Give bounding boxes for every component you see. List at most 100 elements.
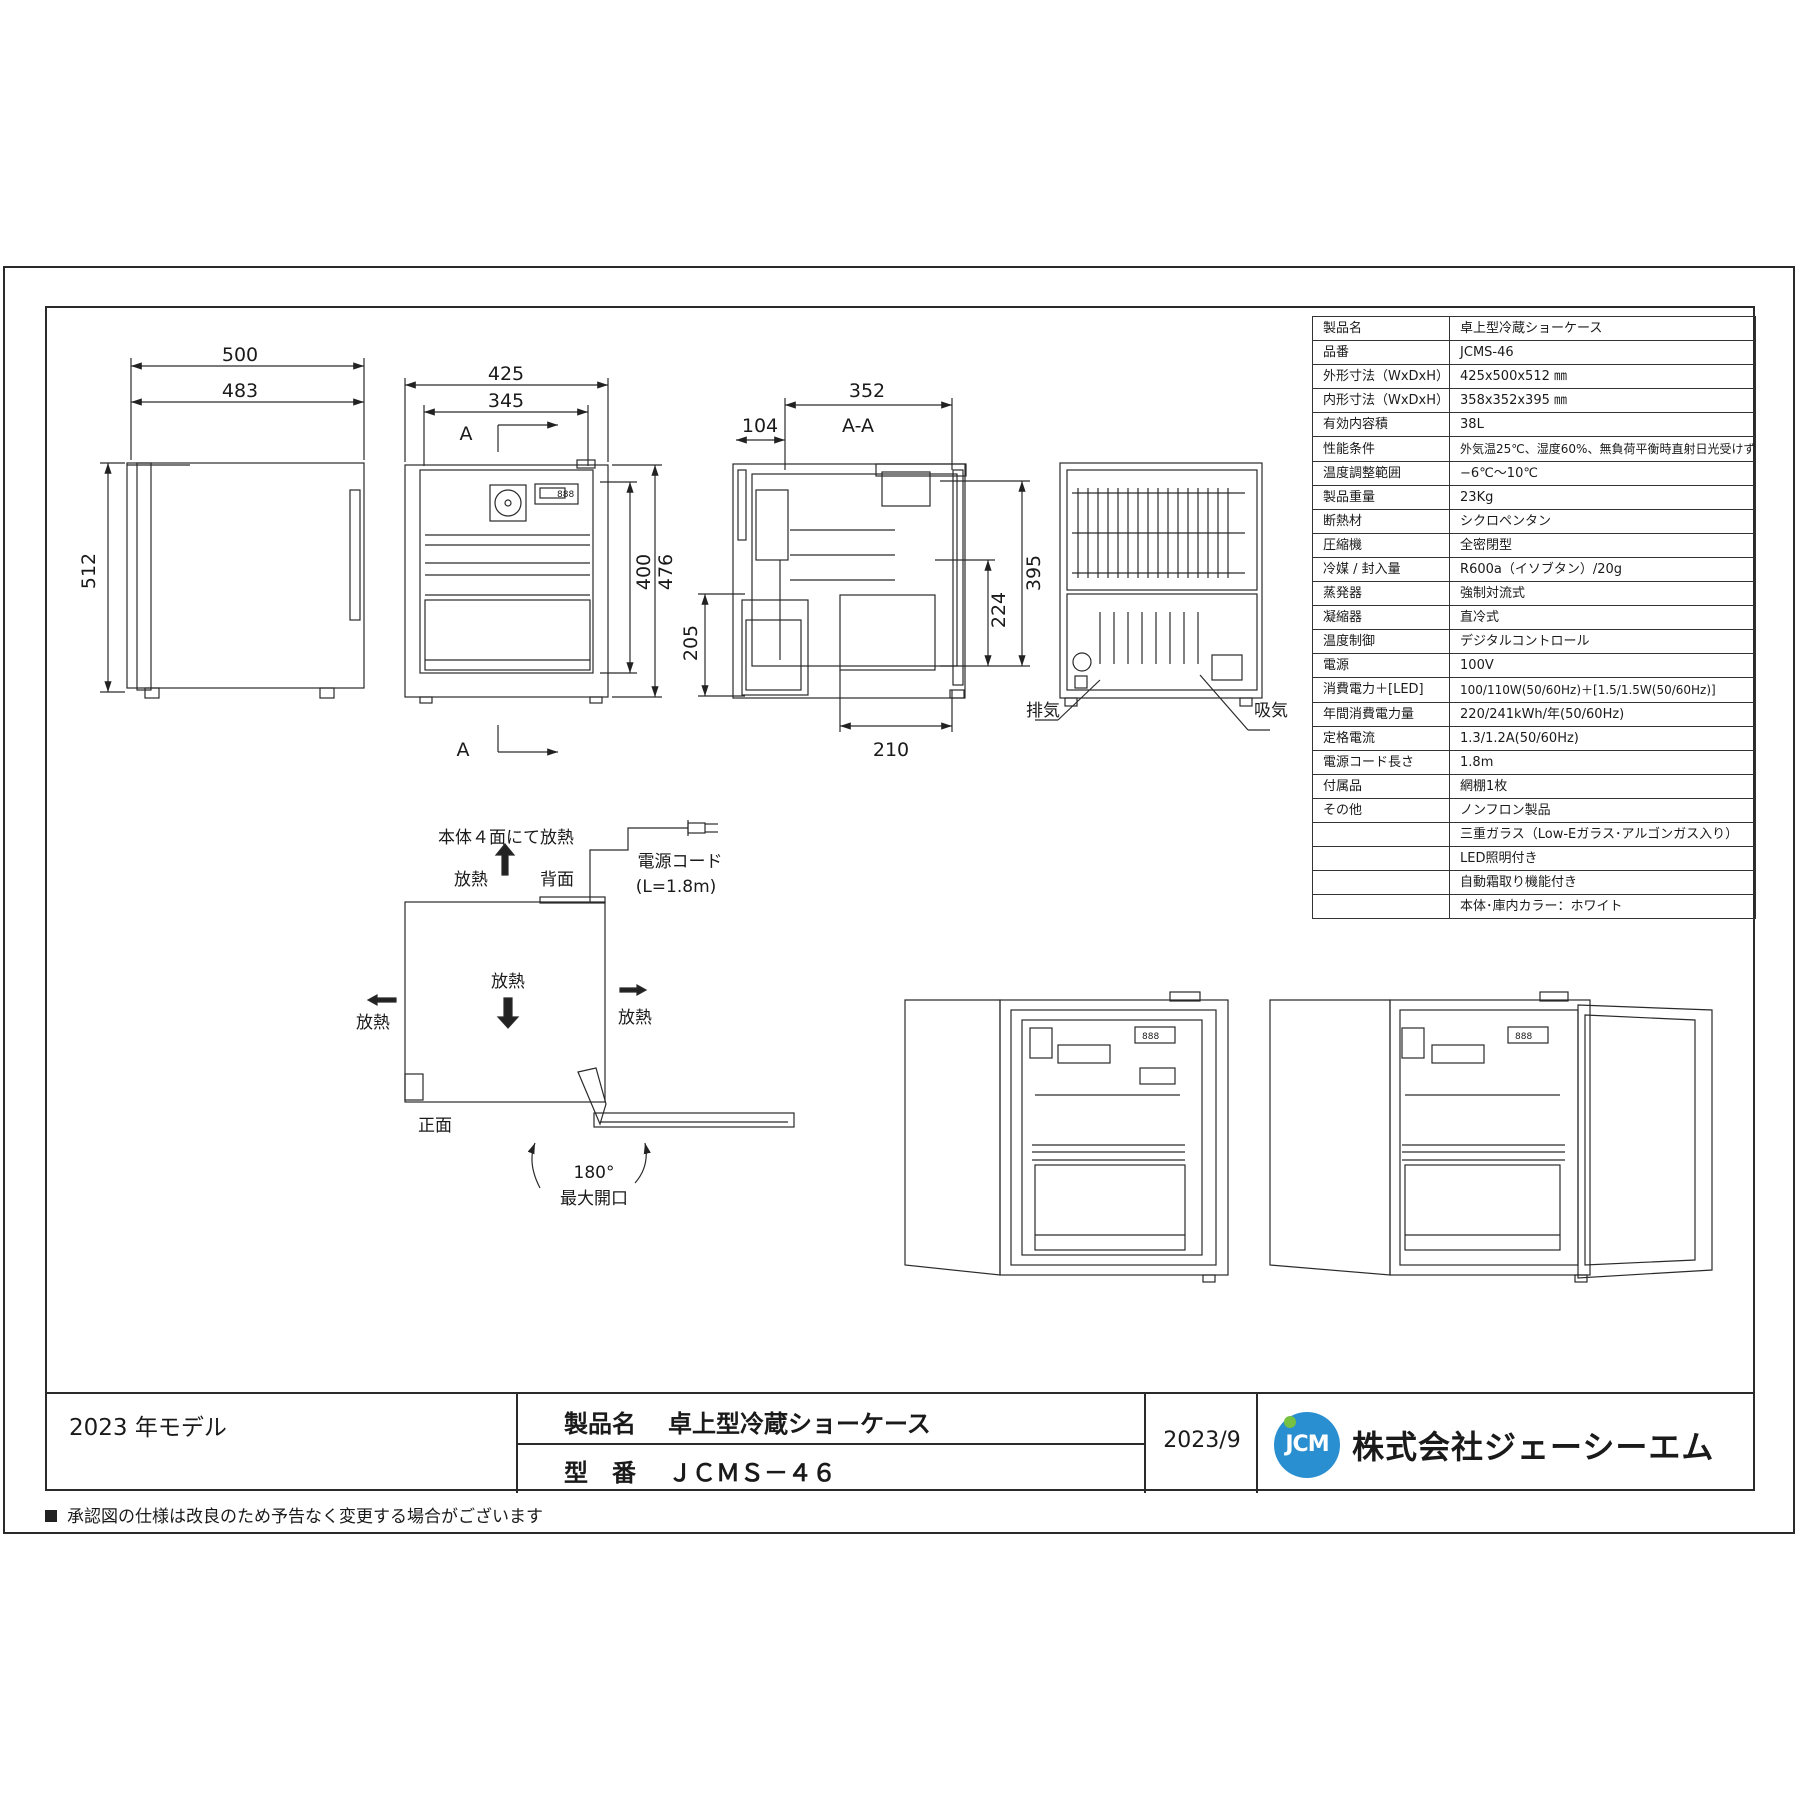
spec-row: その他ノンフロン製品 xyxy=(1311,797,1757,823)
spec-value: 外気温25℃、湿度60%、無負荷平衡時直射日光受けず xyxy=(1449,436,1757,462)
spec-value: 100V xyxy=(1449,653,1757,679)
date-cell: 2023/9 xyxy=(1146,1394,1258,1493)
model-number-label: 型 番 xyxy=(564,1459,636,1487)
persp2-display-readout: 888 xyxy=(1515,1032,1532,1042)
cord-label: 電源コード xyxy=(638,852,723,872)
spec-row: 圧縮機全密閉型 xyxy=(1311,532,1757,558)
spec-value: 425x500x512 ㎜ xyxy=(1449,364,1757,390)
dim-front-height: 476 xyxy=(655,554,677,590)
logo-dot xyxy=(1284,1416,1296,1428)
spec-value: 三重ガラス（Low-Eガラス･アルゴンガス入り） xyxy=(1449,821,1757,848)
spec-value: 強制対流式 xyxy=(1449,581,1757,607)
spec-key: その他 xyxy=(1311,797,1451,823)
section-view xyxy=(698,398,1030,732)
persp1-display-readout: 888 xyxy=(1142,1032,1159,1042)
issue-date: 2023/9 xyxy=(1163,1428,1241,1453)
spec-value: 1.3/1.2A(50/60Hz) xyxy=(1449,725,1757,751)
spec-row: 温度制御デジタルコントロール xyxy=(1311,629,1757,655)
spec-row: 自動霜取り機能付き xyxy=(1311,870,1757,896)
perspective-closed xyxy=(904,991,1229,1283)
model-year-cell: 2023 年モデル xyxy=(45,1394,518,1493)
spec-key: 定格電流 xyxy=(1311,725,1451,751)
heat-right-label: 放熱 xyxy=(618,1008,652,1028)
heat-center-label: 放熱 xyxy=(491,972,525,992)
spec-value: 本体･庫内カラー：ホワイト xyxy=(1449,894,1757,920)
heat-top-label: 放熱 xyxy=(454,870,488,890)
perspective-open xyxy=(1269,991,1713,1283)
spec-key: 年間消費電力量 xyxy=(1311,701,1451,727)
spec-key: 製品重量 xyxy=(1311,484,1451,510)
model-number: ＪＣＭＳ－４６ xyxy=(668,1459,836,1487)
dim-section-offset: 104 xyxy=(742,415,778,437)
spec-key xyxy=(1311,821,1451,848)
spec-value: 100/110W(50/60Hz)＋[1.5/1.5W(50/60Hz)] xyxy=(1449,677,1757,703)
footnote-text: 承認図の仕様は改良のため予告なく変更する場合がございます xyxy=(67,1507,543,1527)
spec-value: 卓上型冷蔵ショーケース xyxy=(1449,315,1757,342)
spec-row: LED照明付き xyxy=(1311,846,1757,872)
spec-value: 1.8m xyxy=(1449,749,1757,775)
spec-value: 358x352x395 ㎜ xyxy=(1449,388,1757,414)
spec-row: 凝縮器直冷式 xyxy=(1311,605,1757,631)
model-year: 2023 年モデル xyxy=(69,1415,227,1441)
spec-row: 付属品網棚1枚 xyxy=(1311,773,1757,799)
footnote-bullet xyxy=(45,1510,57,1522)
company-logo: JCM xyxy=(1274,1412,1340,1478)
dim-section-inner-height: 395 xyxy=(1023,555,1045,591)
spec-key: 性能条件 xyxy=(1311,436,1451,462)
spec-value: シクロペンタン xyxy=(1449,508,1757,534)
name-cell: 製品名 卓上型冷蔵ショーケース 型 番 ＪＣＭＳ－４６ xyxy=(518,1394,1146,1493)
spec-row: 断熱材シクロペンタン xyxy=(1311,508,1757,534)
title-block: 2023 年モデル 製品名 卓上型冷蔵ショーケース 型 番 ＪＣＭＳ－４６ 20… xyxy=(45,1392,1755,1493)
back-label: 背面 xyxy=(540,870,574,890)
spec-row: 消費電力＋[LED]100/110W(50/60Hz)＋[1.5/1.5W(50… xyxy=(1311,677,1757,703)
condenser-grid xyxy=(1072,488,1245,578)
open-max-label: 最大開口 xyxy=(560,1189,628,1209)
spec-key: 電源 xyxy=(1311,653,1451,679)
spec-row: 温度調整範囲−6℃〜10℃ xyxy=(1311,460,1757,486)
spec-key: 電源コード長さ xyxy=(1311,749,1451,775)
spec-key: 蒸発器 xyxy=(1311,581,1451,607)
spec-key: 外形寸法（WxDxH） xyxy=(1311,364,1451,390)
rear-view xyxy=(1035,462,1270,731)
dim-section-shelf-height: 224 xyxy=(988,592,1010,628)
spec-key: 圧縮機 xyxy=(1311,532,1451,558)
heat-labels: 本体４面にて放熱 放熱 背面 放熱 放熱 放熱 正面 電源コード (L=1.8m… xyxy=(356,828,723,1209)
spec-value: 38L xyxy=(1449,412,1757,438)
spec-value: R600a（イソブタン）/20g xyxy=(1449,556,1757,583)
spec-key: 製品名 xyxy=(1311,315,1451,342)
spec-row: 内形寸法（WxDxH）358x352x395 ㎜ xyxy=(1311,388,1757,414)
dimension-labels: 500 483 512 425 345 400 476 A A 352 104 … xyxy=(78,344,1288,761)
spec-value: 23Kg xyxy=(1449,484,1757,510)
spec-value: 全密閉型 xyxy=(1449,532,1757,558)
product-name-label: 製品名 xyxy=(564,1410,636,1438)
dim-front-inner-height: 400 xyxy=(633,554,655,590)
spec-key: 付属品 xyxy=(1311,773,1451,799)
spec-value: LED照明付き xyxy=(1449,846,1757,872)
spec-value: JCMS-46 xyxy=(1449,340,1757,366)
spec-key: 冷媒 / 封入量 xyxy=(1311,556,1451,583)
product-name: 卓上型冷蔵ショーケース xyxy=(668,1410,931,1438)
front-display-readout: 888 xyxy=(557,490,574,500)
spec-value: デジタルコントロール xyxy=(1449,629,1757,655)
company-name: 株式会社ジェーシーエム xyxy=(1352,1428,1715,1466)
logo-text: JCM xyxy=(1285,1432,1329,1457)
spec-row: 性能条件外気温25℃、湿度60%、無負荷平衡時直射日光受けず xyxy=(1311,436,1757,462)
heat-left-label: 放熱 xyxy=(356,1013,390,1033)
dim-side-height: 512 xyxy=(78,553,100,589)
dim-section-depth: 352 xyxy=(849,380,885,402)
heat-diagram xyxy=(366,820,795,1189)
spec-key: 温度制御 xyxy=(1311,629,1451,655)
spec-key xyxy=(1311,870,1451,896)
label-intake: 吸気 xyxy=(1254,701,1288,721)
spec-key: 品番 xyxy=(1311,340,1451,366)
front-view xyxy=(404,378,662,756)
